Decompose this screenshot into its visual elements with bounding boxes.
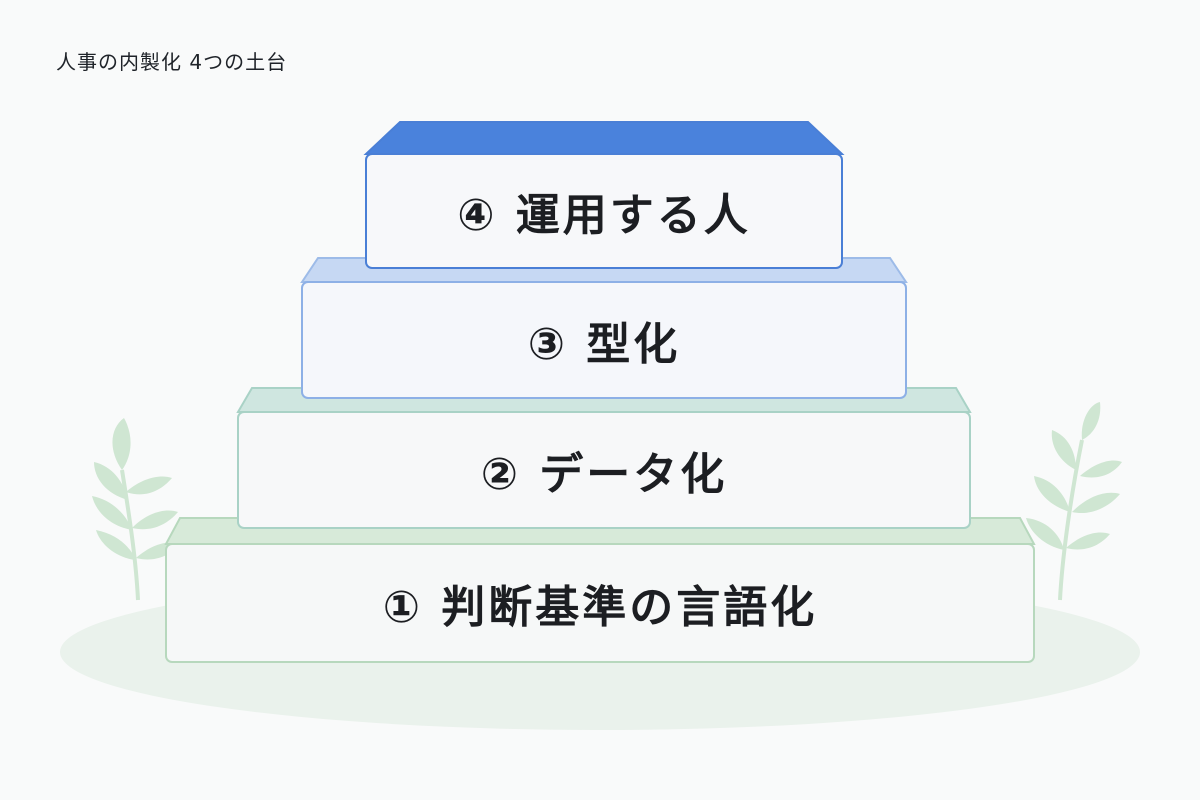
tier-4-label: ④ 運用する人 <box>457 190 751 241</box>
tier-2-label: ② データ化 <box>480 449 728 500</box>
tier-1-label: ① 判断基準の言語化 <box>382 582 818 633</box>
diagram-title: 人事の内製化 4つの土台 <box>56 50 288 74</box>
right-plant-decoration <box>1026 402 1122 601</box>
tier-4-block <box>363 121 845 269</box>
tier-3-label: ③ 型化 <box>527 319 681 370</box>
